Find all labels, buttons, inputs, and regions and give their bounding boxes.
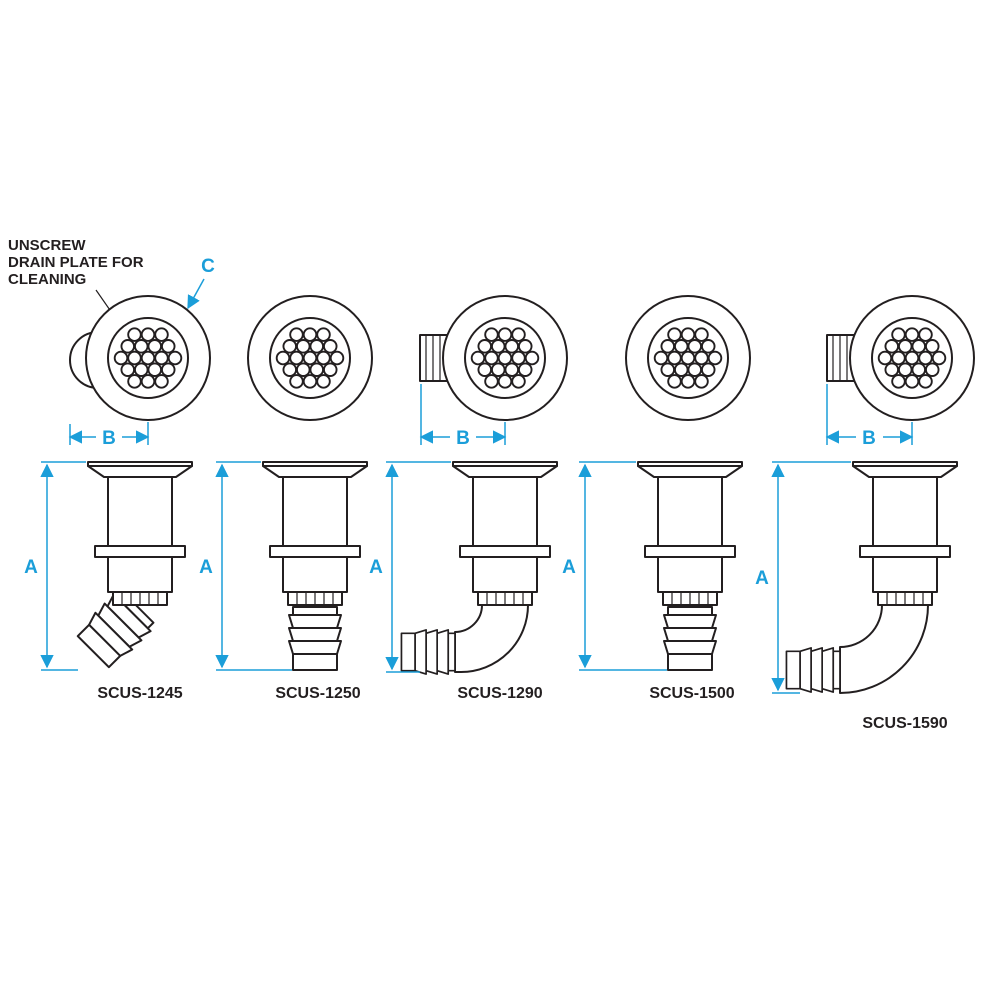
side-view-scus-1290	[400, 461, 558, 675]
dim-label-c: C	[201, 256, 215, 277]
dim-a-scus-1245: A	[24, 461, 86, 671]
dim-label-a: A	[369, 557, 383, 578]
side-view-scus-1250	[262, 461, 368, 671]
dim-label-a: A	[562, 557, 576, 578]
top-view-scus-1250	[248, 296, 372, 420]
dim-a-scus-1590: A	[755, 461, 851, 694]
side-view-scus-1245	[73, 461, 193, 672]
dim-label-b: B	[456, 428, 470, 449]
dim-label-a: A	[24, 557, 38, 578]
top-view-scus-1290	[419, 296, 567, 420]
dim-a-scus-1250: A	[199, 461, 292, 671]
note-line-1: UNSCREW	[8, 237, 86, 254]
dim-b-scus-1590: B	[825, 384, 914, 449]
dim-a-scus-1500: A	[562, 461, 667, 671]
dim-label-a: A	[199, 557, 213, 578]
note-line-2: DRAIN PLATE FOR	[8, 254, 144, 271]
part-label-scus-1590: SCUS-1590	[862, 715, 947, 732]
top-view-scus-1245	[69, 296, 210, 420]
note-line-3: CLEANING	[8, 271, 86, 288]
dim-label-b: B	[862, 428, 876, 449]
dim-b-scus-1245: B	[68, 422, 150, 449]
dim-c: C	[187, 256, 215, 310]
top-view-scus-1500	[626, 296, 750, 420]
part-label-scus-1290: SCUS-1290	[457, 685, 542, 702]
dim-a-scus-1290: A	[369, 461, 451, 673]
c-leader-arrow	[187, 278, 205, 310]
side-view-scus-1590	[785, 461, 958, 694]
top-view-scus-1590	[826, 296, 974, 420]
part-label-scus-1500: SCUS-1500	[649, 685, 734, 702]
part-label-scus-1245: SCUS-1245	[97, 685, 182, 702]
side-view-scus-1500	[637, 461, 743, 671]
part-label-scus-1250: SCUS-1250	[275, 685, 360, 702]
cleaning-note: UNSCREW DRAIN PLATE FOR CLEANING	[8, 237, 144, 337]
dim-b-scus-1290: B	[419, 384, 507, 449]
dim-label-a: A	[755, 568, 769, 589]
dim-label-b: B	[102, 428, 116, 449]
